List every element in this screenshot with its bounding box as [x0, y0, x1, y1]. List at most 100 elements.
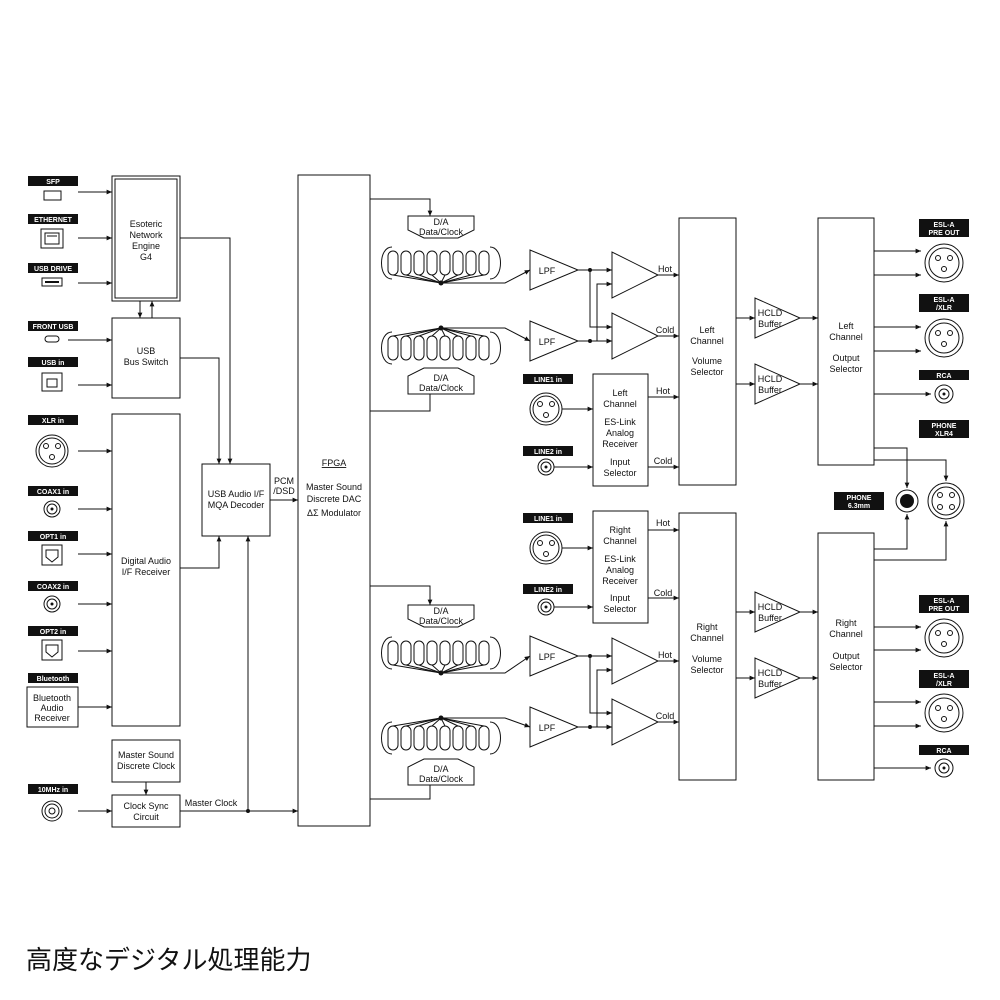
cold-amplifier: [611, 312, 660, 360]
digital-audio-receiver-block: Digital Audio I/F Receiver: [111, 413, 181, 727]
input-label-usb-in: USB in: [28, 357, 78, 367]
left-es-link-receiver-block: Left Channel ES-Link Analog Receiver Inp…: [592, 373, 649, 487]
svg-text:PRE OUT: PRE OUT: [928, 606, 960, 613]
svg-text:Channel: Channel: [829, 629, 863, 639]
usb-a-port-icon: [41, 277, 63, 287]
svg-text:Data/Clock: Data/Clock: [419, 774, 464, 784]
svg-text:COAX1 in: COAX1 in: [37, 489, 69, 496]
xlr-output-connector-icon: [924, 618, 964, 658]
cold-amplifier: [611, 698, 660, 746]
cold-label: Cold: [656, 711, 675, 721]
svg-text:Esoteric: Esoteric: [130, 219, 163, 229]
svg-text:Input: Input: [610, 457, 631, 467]
svg-text:Output: Output: [832, 353, 860, 363]
hot-amplifier: [611, 637, 660, 685]
svg-text:Selector: Selector: [690, 665, 723, 675]
svg-text:Buffer: Buffer: [758, 319, 782, 329]
dac-element: [413, 250, 425, 276]
output-label-phone-63: PHONE 6.3mm: [834, 492, 884, 510]
svg-text:D/A: D/A: [433, 764, 448, 774]
page-caption: 高度なデジタル処理能力: [26, 946, 312, 976]
master-sound-clock-block: Master Sound Discrete Clock: [111, 739, 181, 783]
hot-label: Hot: [656, 386, 671, 396]
lpf-filter: LPF: [529, 249, 580, 291]
output-connectors: [874, 243, 964, 778]
svg-text:Selector: Selector: [829, 364, 862, 374]
dac-element: [426, 250, 438, 276]
optical-connector-icon: [41, 544, 63, 566]
svg-text:HCLD: HCLD: [758, 374, 783, 384]
dac-element: [387, 335, 399, 361]
coax-connector-icon: [43, 595, 61, 613]
svg-text:XLR in: XLR in: [42, 418, 64, 425]
rca-output-connector-icon: [934, 384, 954, 404]
master-clock-label: Master Clock: [185, 798, 238, 808]
svg-text:Data/Clock: Data/Clock: [419, 616, 464, 626]
hot-amplifier: [611, 251, 660, 299]
dac-element: [400, 335, 412, 361]
input-label-coax1-in: COAX1 in: [28, 486, 78, 496]
input-label-line2-right: LINE2 in: [523, 584, 573, 594]
rca-connector-icon: [537, 458, 555, 476]
left-output-selector-block: Left Channel Output Selector: [817, 217, 875, 466]
input-label-coax2-in: COAX2 in: [28, 581, 78, 591]
receiver-connection-lines: [554, 394, 679, 610]
dac-element: [465, 725, 477, 751]
dac-element: [478, 640, 490, 666]
dac-element: [452, 725, 464, 751]
svg-text:Receiver: Receiver: [34, 713, 70, 723]
xlr-connector-icon: [529, 531, 563, 565]
svg-text:ESL-A: ESL-A: [934, 222, 955, 229]
svg-text:LINE2 in: LINE2 in: [534, 449, 562, 456]
fpga-block: FPGA Master Sound Discrete DAC ΔΣ Modula…: [297, 174, 371, 827]
dac-element: [387, 725, 399, 751]
usb-audio-if-block: USB Audio I/F MQA Decoder: [201, 463, 271, 537]
dac-element: [426, 640, 438, 666]
optical-connector-icon: [41, 639, 63, 661]
svg-text:Selector: Selector: [603, 604, 636, 614]
svg-text:10MHz in: 10MHz in: [38, 787, 68, 794]
svg-text:D/A: D/A: [433, 373, 448, 383]
dac-element-array: [381, 246, 501, 286]
svg-text:RCA: RCA: [936, 748, 951, 755]
svg-text:Right: Right: [609, 525, 631, 535]
svg-text:Channel: Channel: [603, 536, 637, 546]
lpf-filter: LPF: [529, 706, 580, 748]
svg-text:/XLR: /XLR: [936, 305, 952, 312]
output-label-esl-xlr-right: ESL-A /XLR: [919, 670, 969, 688]
svg-text:Left: Left: [612, 388, 628, 398]
dac-element: [478, 335, 490, 361]
svg-text:Left: Left: [838, 321, 854, 331]
svg-text:USB: USB: [137, 346, 156, 356]
svg-text:Channel: Channel: [690, 336, 724, 346]
svg-text:Digital Audio: Digital Audio: [121, 556, 171, 566]
svg-text:Channel: Channel: [603, 399, 637, 409]
svg-text:Channel: Channel: [829, 332, 863, 342]
left-connection-lines: [68, 189, 298, 814]
cold-label: Cold: [654, 456, 673, 466]
dac-element: [413, 725, 425, 751]
dac-element: [452, 640, 464, 666]
pcm-dsd-label: PCM: [274, 476, 294, 486]
svg-text:Buffer: Buffer: [758, 385, 782, 395]
svg-text:Left: Left: [699, 325, 715, 335]
svg-text:LPF: LPF: [539, 266, 556, 276]
output-label-phone-xlr4: PHONE XLR4: [919, 420, 969, 438]
input-label-line2-left: LINE2 in: [523, 446, 573, 456]
usb-c-port-icon: [44, 335, 60, 343]
dac-element: [413, 640, 425, 666]
svg-text:Receiver: Receiver: [602, 576, 638, 586]
svg-text:PRE OUT: PRE OUT: [928, 230, 960, 237]
svg-text:LINE1 in: LINE1 in: [534, 516, 562, 523]
input-label-opt1-in: OPT1 in: [28, 531, 78, 541]
svg-text:6.3mm: 6.3mm: [848, 503, 870, 510]
input-label-line1-right: LINE1 in: [523, 513, 573, 523]
input-label-10mhz-in: 10MHz in: [28, 784, 78, 794]
svg-text:Selector: Selector: [603, 468, 636, 478]
